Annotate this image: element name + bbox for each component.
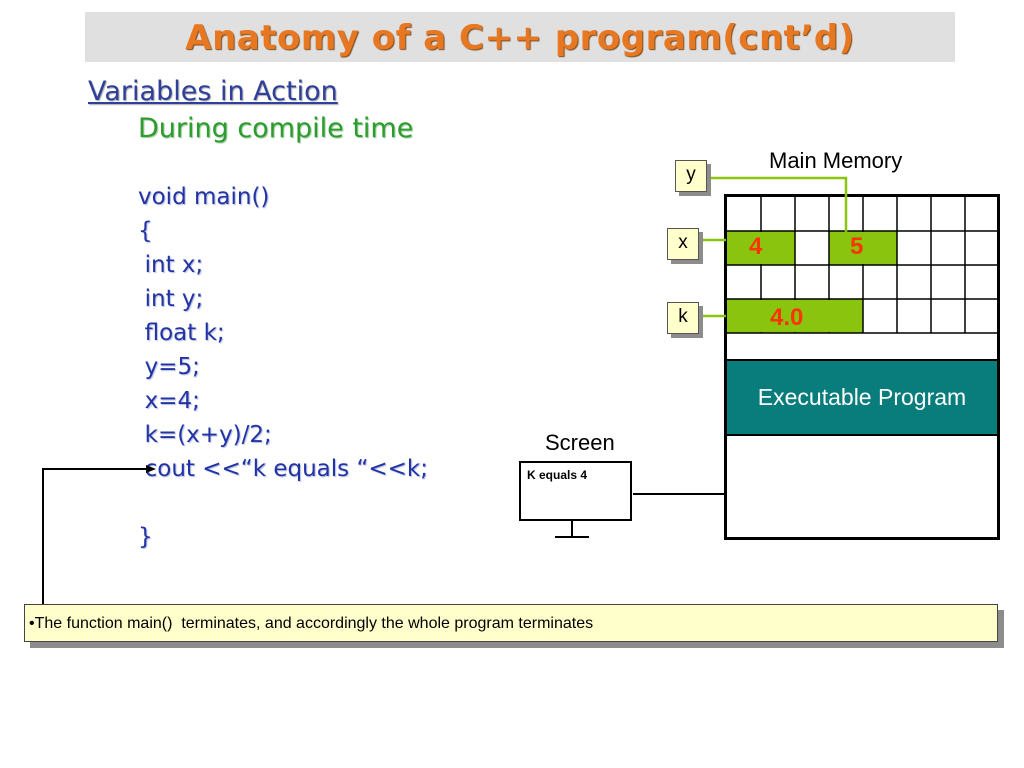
code-line: y=5; (130, 354, 200, 380)
code-line: x=4; (130, 388, 200, 414)
slide-title: Anatomy of a C++ program(cnt’d) (185, 18, 855, 58)
main-memory-label: Main Memory (769, 148, 903, 173)
executable-program-block: Executable Program (727, 359, 997, 436)
title-bar: Anatomy of a C++ program(cnt’d) (85, 12, 955, 62)
code-line: cout <<“k equals “<<k; (130, 456, 428, 482)
memory-value-k: 4.0 (770, 304, 804, 331)
subheading: During compile time (138, 113, 414, 144)
variable-x-box: x (667, 228, 699, 260)
screen-label: Screen (545, 430, 615, 455)
memory-value-y: 5 (850, 233, 864, 260)
code-line: float k; (130, 320, 225, 346)
variable-k-box: k (667, 302, 699, 334)
section-heading: Variables in Action (88, 76, 338, 107)
code-line: void main() (138, 184, 270, 210)
code-line: { (138, 218, 153, 244)
memory-grid (727, 197, 997, 334)
note-text: •The function main() terminates, and acc… (29, 615, 594, 632)
code-line: k=(x+y)/2; (130, 422, 272, 448)
code-line: int x; (130, 252, 204, 278)
code-line: } (138, 524, 153, 550)
code-line: int y; (130, 286, 204, 312)
note-bar: •The function main() terminates, and acc… (24, 604, 998, 642)
screen-output: K equals 4 (527, 468, 588, 482)
screen-monitor: K equals 4 (519, 461, 632, 521)
variable-y-box: y (675, 160, 707, 192)
memory-value-x: 4 (749, 233, 763, 260)
main-memory-block: Executable Program (724, 194, 1000, 540)
